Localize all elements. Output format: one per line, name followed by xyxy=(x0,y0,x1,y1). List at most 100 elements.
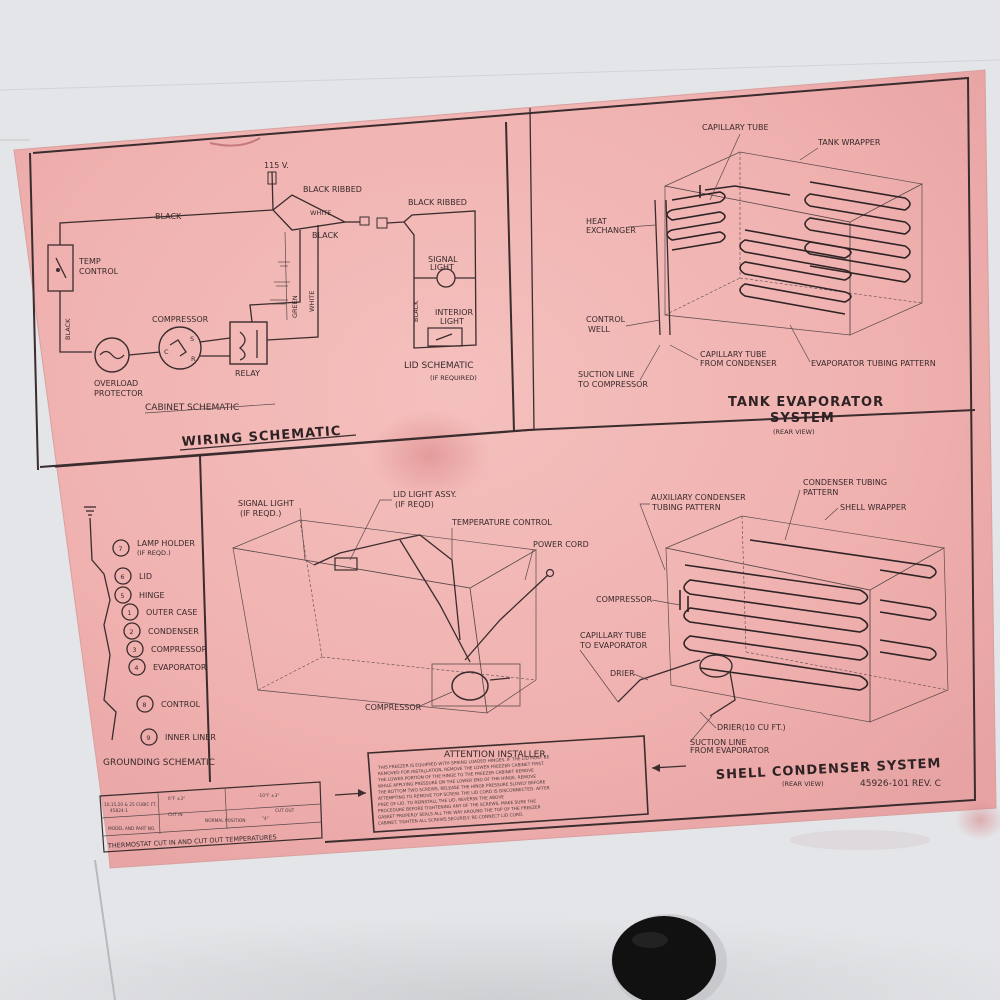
condenser-tubing-label-2: PATTERN xyxy=(803,488,838,497)
white-wire-label: WHITE xyxy=(308,291,316,312)
cabinet-schematic-title: CABINET SCHEMATIC xyxy=(145,403,239,413)
shell-suction-label-2: FROM EVAPORATOR xyxy=(690,746,770,755)
installer-title: ATTENTION INSTALLER xyxy=(444,750,546,760)
condenser-tubing-label-1: CONDENSER TUBING xyxy=(803,478,887,487)
grounding-item: 2 CONDENSER xyxy=(123,622,199,640)
cut-out-value: -10°F ±3° xyxy=(258,793,280,799)
part-number: 45926-101 REV. C xyxy=(860,779,941,789)
aux-condenser-label-1: AUXILIARY CONDENSER xyxy=(651,493,746,502)
relay-symbol xyxy=(229,321,268,365)
tank-subtitle: (REAR VIEW) xyxy=(773,428,815,436)
lid-light-assy-label-2: (IF REQD) xyxy=(395,500,434,509)
evaporator-coil xyxy=(666,181,911,315)
pin-c: C xyxy=(164,348,169,356)
tank-wrapper-label: TANK WRAPPER xyxy=(817,138,881,147)
tank-evaporator-system: CAPILLARY TUBE TANK WRAPPER HEAT EXCHANG… xyxy=(577,123,936,436)
grounding-item-label: OUTER CASE xyxy=(146,608,197,617)
cut-in-label: CUT IN xyxy=(168,812,183,818)
cut-in-value: 6°F ±3° xyxy=(168,796,185,802)
control-well-label-2: WELL xyxy=(588,325,610,334)
normal-position-label: NORMAL POSITION xyxy=(205,818,245,824)
grounding-schematic-title: GROUNDING SCHEMATIC xyxy=(103,758,215,768)
shell-suction-label-1: SUCTION LINE xyxy=(690,738,746,747)
overload-label-1: OVERLOAD xyxy=(94,379,138,388)
shell-compressor-label: COMPRESSOR xyxy=(596,595,653,604)
aux-condenser-label-2: TUBING PATTERN xyxy=(651,503,721,512)
grounding-number-circle xyxy=(123,622,141,640)
grounding-number: 9 xyxy=(146,734,150,742)
signal-light-label-2: LIGHT xyxy=(430,263,454,272)
wiring-diagram-sheet xyxy=(13,69,1000,869)
power-cord-label: POWER CORD xyxy=(533,540,589,549)
lid-schematic-subtitle: (IF REQUIRED) xyxy=(430,374,477,382)
black-wire-right-label: BLACK xyxy=(312,231,339,240)
grounding-item: 6 LID xyxy=(114,567,152,585)
temp-control-label-2: CONTROL xyxy=(79,267,119,276)
grounding-number: 3 xyxy=(132,646,136,654)
white-label: WHITE xyxy=(310,209,331,217)
lid-schematic: BLACK RIBBED SIGNAL LIGHT BLACK INTERIOR… xyxy=(376,198,477,382)
grounding-number-circle xyxy=(128,658,146,676)
grounding-item-sub: (IF REQD.) xyxy=(137,549,171,557)
black-wire-left-label: BLACK xyxy=(64,318,72,340)
grounding-item-label: LID xyxy=(139,572,152,581)
lid-schematic-title: LID SCHEMATIC xyxy=(404,361,474,371)
evaporator-pattern-label: EVAPORATOR TUBING PATTERN xyxy=(811,359,936,368)
grounding-item: 9 INNER LINER xyxy=(140,728,216,746)
grounding-number-circle xyxy=(126,640,144,658)
grounding-item-label: EVAPORATOR xyxy=(153,663,207,672)
grounding-number: 7 xyxy=(118,545,122,553)
ground-symbols xyxy=(270,261,290,305)
drier-10-label: DRIER(10 CU FT.) xyxy=(717,723,786,732)
condenser-coil xyxy=(679,539,937,691)
tank-title-2: SYSTEM xyxy=(770,411,835,426)
interior-light-label-1: INTERIOR xyxy=(435,308,474,317)
grounding-item-label: CONDENSER xyxy=(148,627,199,636)
cabinet-schematic: 115 V. BLACK RIBBED WHITE BLACK BLACK TE… xyxy=(47,161,370,414)
grounding-number-circle xyxy=(112,539,130,557)
cabinet-3d-view: SIGNAL LIGHT (IF REQD.) LID LIGHT ASSY. … xyxy=(231,490,589,714)
cut-out-label: CUT OUT xyxy=(275,808,295,814)
signal-light-3d-label-2: (IF REQD.) xyxy=(240,509,281,518)
grounding-number-circle xyxy=(114,567,132,585)
overload-label-2: PROTECTOR xyxy=(94,389,143,398)
grounding-number: 5 xyxy=(120,592,124,600)
temp-control-label-1: TEMP xyxy=(78,257,101,266)
interior-light-symbol xyxy=(427,327,463,347)
drier-label: DRIER xyxy=(610,669,635,678)
capillary-from-condenser-label-2: FROM CONDENSER xyxy=(700,359,777,368)
sheet-border xyxy=(29,76,977,843)
pin-r: R xyxy=(191,355,196,363)
grounding-item: 3 COMPRESSOR xyxy=(126,640,208,658)
black-ribbed-label: BLACK RIBBED xyxy=(303,185,362,194)
grounding-number-circle xyxy=(136,695,154,713)
pin-s: S xyxy=(190,335,194,343)
heat-exchanger-label-2: EXCHANGER xyxy=(586,226,636,235)
suction-line-label-2: TO COMPRESSOR xyxy=(577,380,648,389)
drain-plug xyxy=(611,914,727,1000)
signal-light-3d-label-1: SIGNAL LIGHT xyxy=(238,499,294,508)
compressor-symbol xyxy=(158,326,202,370)
cap-to-evap-label-1: CAPILLARY TUBE xyxy=(580,631,647,640)
lid-black-wire-label: BLACK xyxy=(412,300,420,322)
voltage-label: 115 V. xyxy=(264,161,289,170)
grounding-item-label: COMPRESSOR xyxy=(151,645,208,654)
capillary-tube-label: CAPILLARY TUBE xyxy=(702,123,769,132)
grounding-number: 2 xyxy=(129,628,133,636)
control-well-label-1: CONTROL xyxy=(586,315,626,324)
suction-line-label-1: SUCTION LINE xyxy=(578,370,634,379)
grounding-item: 5 HINGE xyxy=(114,586,165,604)
grounding-item-label: HINGE xyxy=(139,591,165,600)
grounding-number: 6 xyxy=(120,573,124,581)
model-text-1: 10,15,20 & 25 CUBIC FT. xyxy=(104,802,157,808)
grounding-item-label: INNER LINER xyxy=(165,733,216,742)
compressor-label: COMPRESSOR xyxy=(152,315,209,324)
relay-label: RELAY xyxy=(235,369,260,378)
lid-black-ribbed-label: BLACK RIBBED xyxy=(408,198,467,207)
position-value: "4" xyxy=(262,816,269,822)
